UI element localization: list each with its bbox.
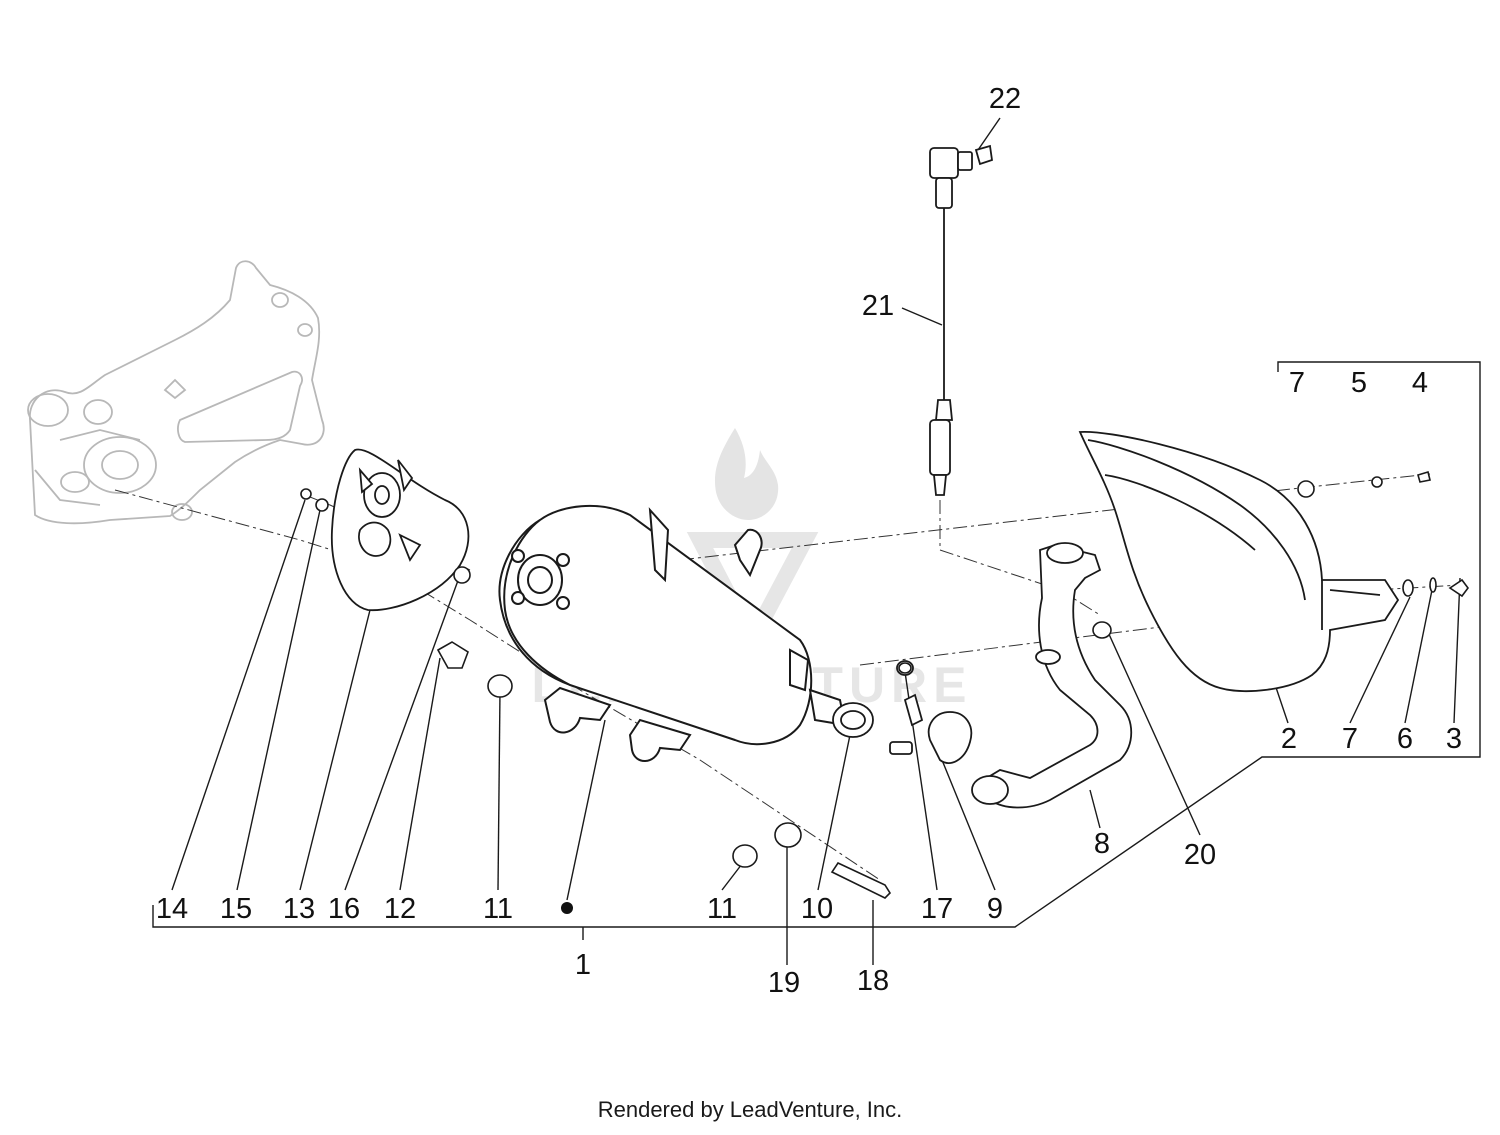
callout-7-bottom: 7	[1342, 723, 1358, 755]
callout-9: 9	[987, 893, 1003, 925]
lambda-sensor	[929, 144, 993, 496]
callout-22: 22	[989, 83, 1021, 115]
callout-21: 21	[862, 290, 894, 322]
grommet-11a	[487, 674, 513, 698]
callout-1: 1	[575, 949, 591, 981]
grommet-11b	[732, 844, 758, 868]
silencer-cover	[1078, 431, 1400, 693]
callout-12: 12	[384, 893, 416, 925]
washer-5	[1371, 476, 1383, 488]
screw-4	[1417, 470, 1431, 483]
small-hardware	[300, 470, 1469, 899]
nut-20	[1092, 621, 1112, 639]
swingarm-frame-outline	[27, 260, 325, 525]
ring-6	[1429, 577, 1437, 593]
callout-18: 18	[857, 965, 889, 997]
callout-11-left: 11	[483, 893, 513, 925]
assembly-brackets	[152, 361, 1481, 940]
callout-7-top: 7	[1289, 367, 1305, 399]
nut-14	[300, 488, 312, 500]
bushing-12	[436, 641, 469, 669]
washer-19	[774, 822, 802, 848]
callout-6: 6	[1397, 723, 1413, 755]
connector-clip-22	[974, 144, 993, 166]
callout-labels: 22 21 7 5 4 2 7 6 3 8 20 14 15 13 16 12 …	[156, 83, 1462, 999]
nut-17	[898, 662, 912, 674]
callout-2: 2	[1281, 723, 1297, 755]
washer-15	[315, 498, 329, 512]
callout-5: 5	[1351, 367, 1367, 399]
callout-11-right: 11	[707, 893, 737, 925]
callout-14: 14	[156, 893, 188, 925]
callout-10: 10	[801, 893, 833, 925]
callout-8: 8	[1094, 828, 1110, 860]
screw-3	[1448, 578, 1469, 598]
flame-icon	[714, 428, 779, 520]
callout-leaders	[171, 117, 1461, 965]
callout-4: 4	[1412, 367, 1428, 399]
grommet-16	[453, 566, 471, 584]
callout-19: 19	[768, 967, 800, 999]
callout-16: 16	[328, 893, 360, 925]
exhaust-manifold	[971, 542, 1133, 809]
callout-17: 17	[921, 893, 953, 925]
grommet-7a	[1297, 480, 1315, 498]
heat-shield-cover	[330, 448, 470, 611]
callout-20: 20	[1184, 839, 1216, 871]
muffler-body	[498, 504, 847, 762]
footer-credit: Rendered by LeadVenture, Inc.	[598, 1097, 903, 1122]
callout-15: 15	[220, 893, 252, 925]
grommet-7b	[1402, 579, 1414, 597]
bolt-18	[830, 861, 892, 899]
assembly-dot	[561, 902, 573, 914]
callout-3: 3	[1446, 723, 1462, 755]
callout-13: 13	[283, 893, 315, 925]
